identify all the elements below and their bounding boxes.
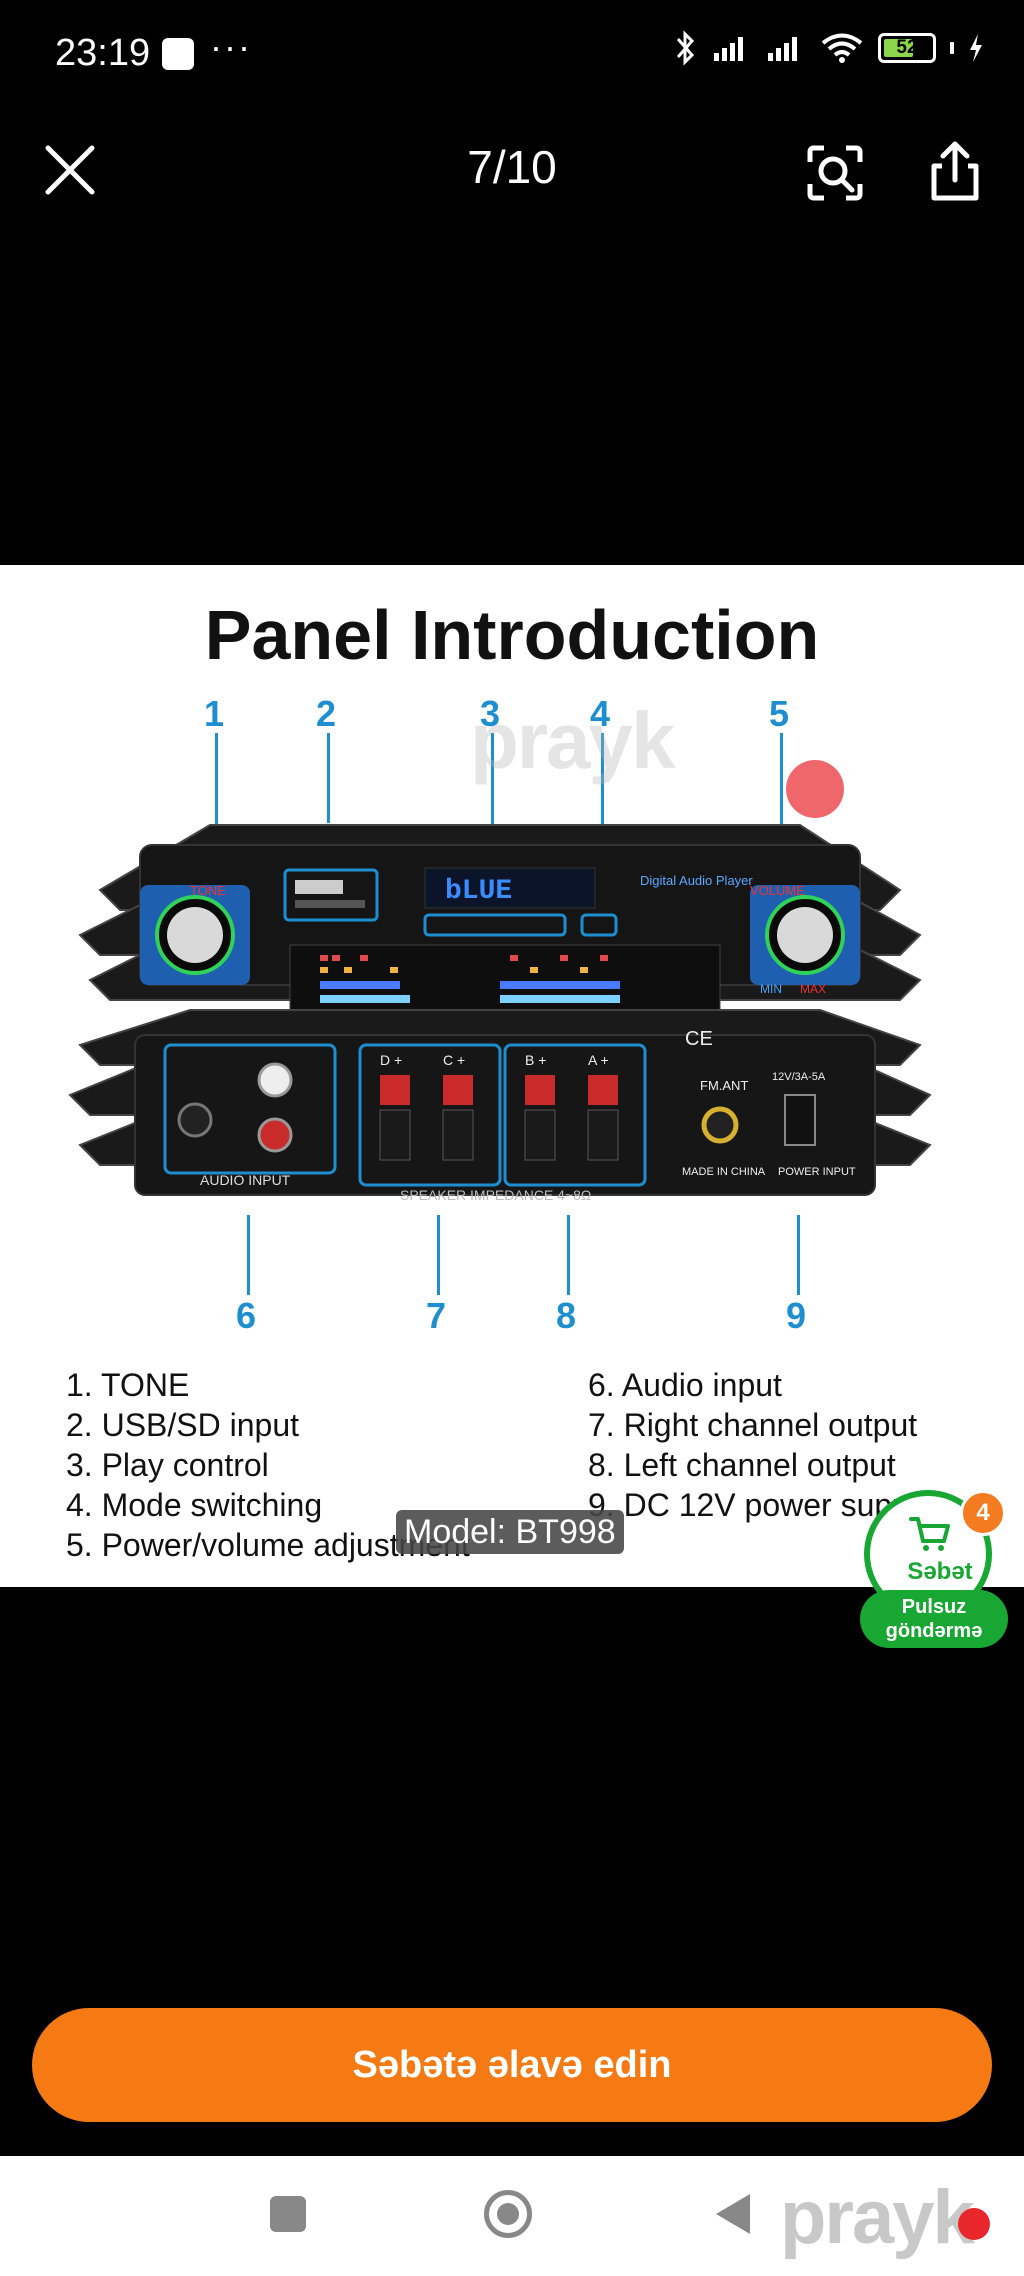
legend-item: 2. USB/SD input xyxy=(66,1407,299,1443)
signal-icon xyxy=(714,37,743,61)
legend-item: 6. Audio input xyxy=(588,1367,782,1403)
legend-item: 7. Right channel output xyxy=(588,1407,918,1443)
callout-5: 5 xyxy=(769,693,790,734)
cart-widget[interactable]: Səbət 4 Pulsuz göndərmə xyxy=(860,1490,1008,1648)
callout-1: 1 xyxy=(204,693,225,734)
volume-label: VOLUME xyxy=(750,883,805,898)
callout-3: 3 xyxy=(480,693,501,734)
close-icon[interactable] xyxy=(40,140,100,200)
back-icon[interactable] xyxy=(716,2194,750,2234)
callout-7: 7 xyxy=(426,1295,447,1336)
callout-6: 6 xyxy=(236,1295,257,1336)
fm-ant-label: FM.ANT xyxy=(700,1078,748,1093)
free-delivery-badge: Pulsuz göndərmə xyxy=(860,1590,1008,1648)
product-image[interactable]: Panel Introduction 1 2 3 4 5 TONE VOLUME… xyxy=(0,565,1024,1587)
visual-search-icon[interactable] xyxy=(802,140,868,206)
status-time: 23:19 xyxy=(55,32,151,74)
image-counter: 7/10 xyxy=(467,141,557,193)
callout-4: 4 xyxy=(590,693,611,734)
battery-level: 52 xyxy=(896,37,918,58)
terminal-c: C + xyxy=(443,1052,465,1068)
cart-label: Səbət xyxy=(907,1558,973,1585)
max-label: MAX xyxy=(800,982,826,996)
legend-right: 6. Audio input 7. Right channel output 8… xyxy=(588,1365,934,1525)
signal-icon-2 xyxy=(768,37,797,61)
terminal-d: D + xyxy=(380,1052,402,1068)
system-nav-bar: prayk xyxy=(0,2156,1024,2276)
made-in-label: MADE IN CHINA xyxy=(682,1166,766,1178)
model-chip: Model: BT998 xyxy=(396,1510,624,1554)
callout-9: 9 xyxy=(786,1295,807,1336)
tone-label: TONE xyxy=(190,883,226,898)
legend-item: 1. TONE xyxy=(66,1367,190,1403)
min-label: MIN xyxy=(760,982,782,996)
audio-input-label: AUDIO INPUT xyxy=(200,1172,291,1188)
legend-item: 3. Play control xyxy=(66,1447,269,1483)
dc-rating-label: 12V/3A-5A xyxy=(772,1071,826,1083)
share-icon[interactable] xyxy=(922,138,988,204)
power-input-label: POWER INPUT xyxy=(778,1166,856,1178)
watermark-dot-bottom xyxy=(958,2208,990,2240)
cart-icon xyxy=(909,1517,950,1551)
legend-item: 4. Mode switching xyxy=(66,1487,323,1523)
wifi-icon xyxy=(821,33,863,63)
cart-count-badge: 4 xyxy=(960,1490,1006,1536)
legend-item: 9. DC 12V power supply xyxy=(588,1487,934,1523)
ce-mark: CE xyxy=(685,1028,713,1050)
digital-player-label: Digital Audio Player xyxy=(640,873,753,888)
status-icons: 52 xyxy=(674,30,984,66)
bottom-watermark: prayk xyxy=(780,2175,975,2260)
impedance-label: SPEAKER IMPEDANCE 4~8Ω xyxy=(400,1187,591,1203)
more-notifications-icon: ··· xyxy=(210,26,252,67)
panel-title: Panel Introduction xyxy=(204,596,820,674)
terminal-b: B + xyxy=(525,1052,546,1068)
callout-8: 8 xyxy=(556,1295,577,1336)
amplifier-illustration: TONE VOLUME MIN MAX bLUE Digital Audio P… xyxy=(68,824,932,1203)
bluetooth-icon xyxy=(676,30,695,66)
display-text: bLUE xyxy=(445,876,512,907)
recent-apps-icon[interactable] xyxy=(270,2196,306,2232)
callout-2: 2 xyxy=(316,693,337,734)
watermark-dot xyxy=(786,760,844,818)
terminal-a: A + xyxy=(588,1052,609,1068)
status-bar: 23:19 ··· 52 xyxy=(0,0,1024,110)
add-to-cart-button[interactable]: Səbətə əlavə edin xyxy=(32,2008,992,2122)
legend-item: 8. Left channel output xyxy=(588,1447,896,1483)
battery-icon: 52 xyxy=(878,33,936,63)
notification-icon xyxy=(162,38,194,70)
charging-icon xyxy=(970,34,982,62)
image-watermark: prayk xyxy=(470,696,675,785)
viewer-header xyxy=(0,110,1024,230)
home-icon[interactable] xyxy=(484,2190,532,2238)
